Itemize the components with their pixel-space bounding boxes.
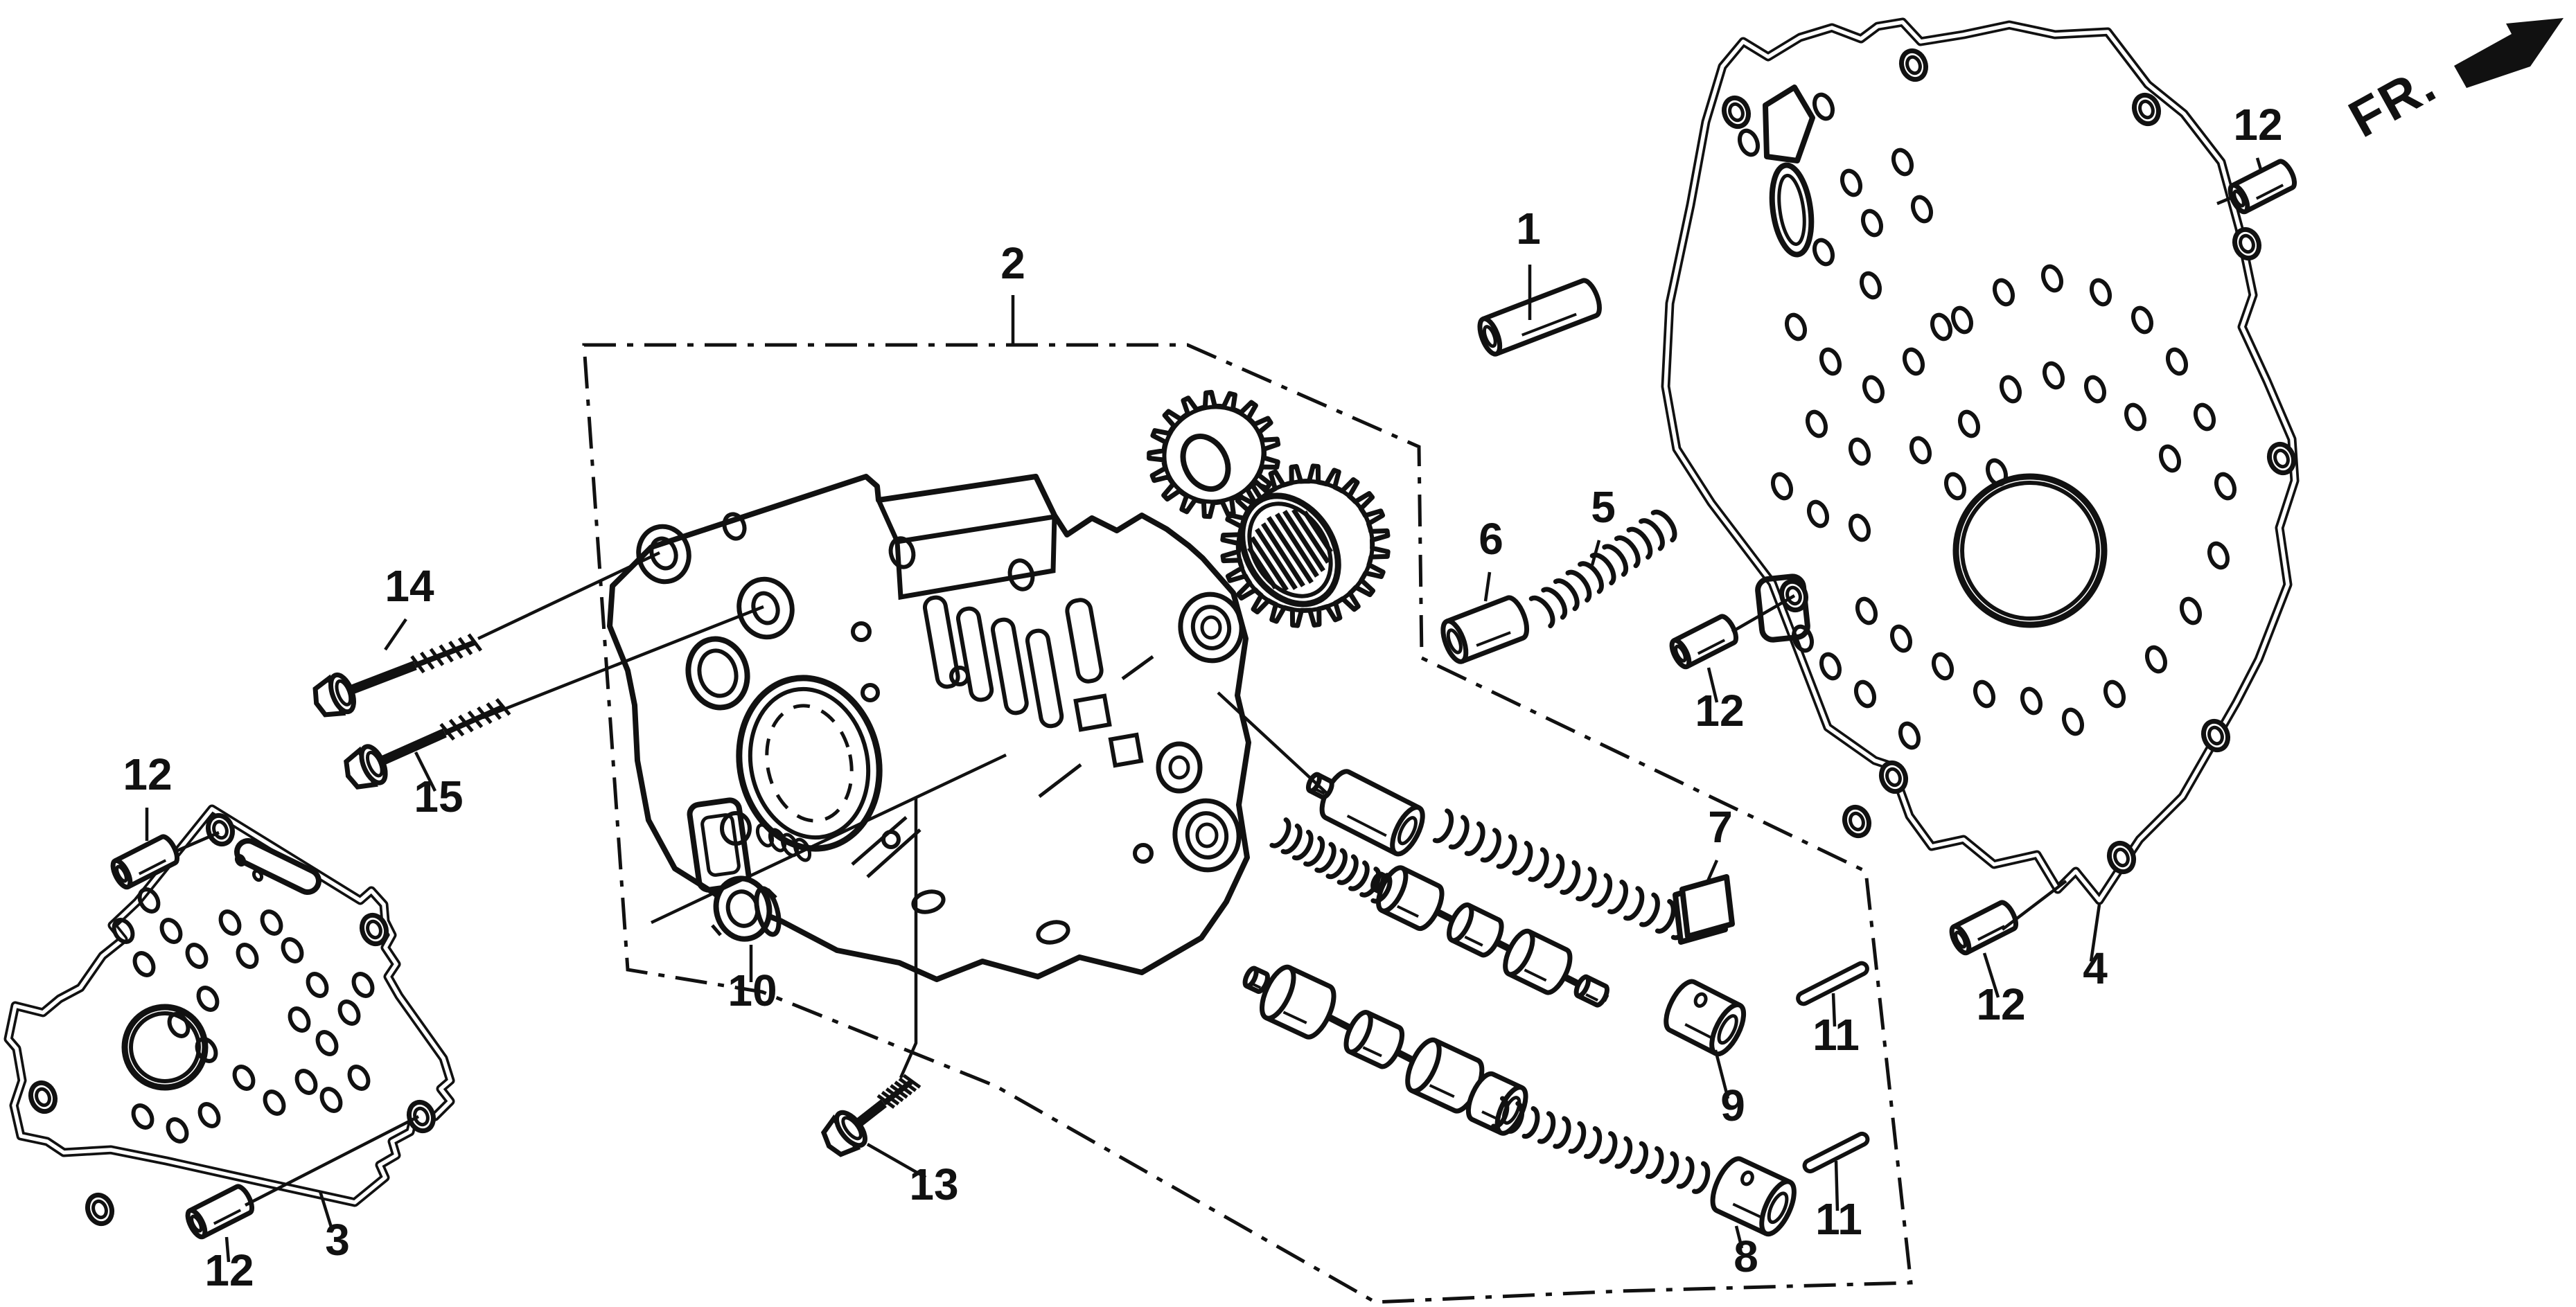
callout-label-13: 13	[909, 1159, 958, 1209]
callout-leader-11	[1831, 993, 1837, 1027]
callout-leader-12	[1982, 952, 2000, 998]
callout-leader-12	[2255, 157, 2264, 172]
callout-label-10: 10	[727, 966, 777, 1015]
cover-plate-front	[1679, 874, 1735, 939]
callout-label-4: 4	[2083, 943, 2108, 993]
callout-leader-8	[1734, 1225, 1744, 1249]
separator-plate-outline-inner	[6, 807, 452, 1204]
callout-label-8: 8	[1733, 1232, 1758, 1281]
callout-leader-6	[1483, 571, 1492, 602]
callout-label-12: 12	[1695, 686, 1744, 736]
part-leader-line	[899, 797, 918, 1078]
pump-gears	[1147, 389, 1391, 628]
callout-label-15: 15	[414, 772, 463, 821]
callout-label-12: 12	[204, 1245, 254, 1295]
callout-leader-12	[224, 1236, 231, 1263]
oil-pump-body	[607, 474, 1251, 982]
callout-label-14: 14	[385, 561, 434, 611]
callout-label-2: 2	[1000, 238, 1025, 288]
part-leader-line	[177, 830, 220, 853]
callout-label-6: 6	[1479, 514, 1503, 564]
end-plate	[1661, 17, 2300, 905]
assembly-boundary-box	[582, 343, 1913, 1304]
callout-leader-14	[384, 618, 407, 651]
part-leader-line	[1217, 691, 1330, 797]
callout-label-12: 12	[1976, 979, 2025, 1029]
hardware	[110, 159, 2297, 1240]
callout-leader-15	[414, 751, 437, 792]
part-leader-line	[2216, 195, 2234, 206]
separator-plate	[3, 804, 455, 1227]
callout-label-7: 7	[1708, 802, 1733, 852]
callout-label-12: 12	[2233, 100, 2282, 150]
direction-indicator: FR.	[2340, 18, 2564, 149]
callout-leader-5	[1590, 540, 1601, 566]
part-leader-line	[477, 551, 660, 641]
callout-leader-3	[318, 1191, 335, 1232]
end-plate-outline-inner	[1664, 20, 2297, 903]
callout-label-3: 3	[325, 1215, 350, 1265]
part-leader-line	[244, 1114, 420, 1207]
callout-label-11: 11	[1815, 1194, 1862, 1244]
part-leader-line	[1731, 594, 1796, 633]
callout-label-5: 5	[1591, 482, 1616, 532]
pump-body-outline	[607, 474, 1251, 982]
callout-leader-13	[866, 1143, 927, 1179]
part-leader-line	[482, 605, 764, 720]
callout-label-12: 12	[123, 749, 172, 799]
callout-leader-12	[1706, 667, 1719, 703]
callout-leader-9	[1713, 1049, 1730, 1099]
callout-label-11: 11	[1812, 1010, 1860, 1060]
boundary-outline	[582, 343, 1913, 1304]
callout-leader-11	[1834, 1160, 1840, 1211]
part-leader-line	[2001, 880, 2067, 931]
cover-plate-part-7	[1673, 874, 1735, 945]
leader-lines	[177, 195, 2234, 1207]
fr-arrow-icon	[2454, 18, 2564, 88]
callout-label-1: 1	[1516, 204, 1541, 254]
callout-label-9: 9	[1720, 1081, 1745, 1130]
fr-label: FR.	[2340, 55, 2446, 150]
callout-leader-7	[1705, 860, 1719, 883]
part-leader-line	[651, 753, 1007, 925]
callout-leader-4	[2089, 904, 2101, 962]
separator-plate-outline	[3, 804, 455, 1207]
